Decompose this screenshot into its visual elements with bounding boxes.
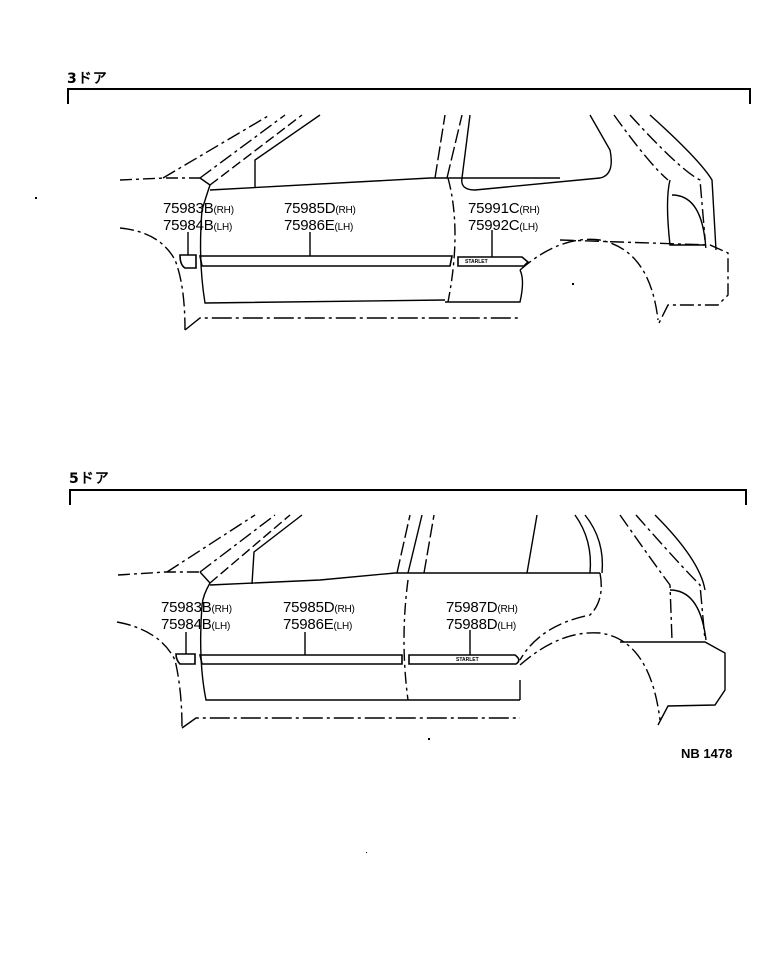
section-bracket-5door <box>69 489 747 505</box>
callout-quarter-3door: 75991C(RH) 75992C(LH) <box>468 201 540 235</box>
side-lh: (LH) <box>334 222 354 233</box>
side-lh: (LH) <box>519 222 539 233</box>
scan-speck <box>366 852 367 853</box>
part-number-rh: 75983B <box>163 200 214 217</box>
side-rh: (RH) <box>497 604 518 615</box>
part-number-rh: 75991C <box>468 200 520 217</box>
scan-speck <box>428 738 430 740</box>
scan-speck <box>35 197 37 199</box>
part-number-lh: 75984B <box>161 616 212 633</box>
part-number-rh: 75985D <box>284 200 336 217</box>
side-rh: (RH) <box>335 205 356 216</box>
part-number-rh: 75985D <box>283 599 335 616</box>
part-number-lh: 75986E <box>283 616 334 633</box>
part-number-lh: 75986E <box>284 217 335 234</box>
side-rh: (RH) <box>519 205 540 216</box>
side-lh: (LH) <box>333 621 353 632</box>
side-lh: (LH) <box>213 222 233 233</box>
part-number-rh: 75987D <box>446 599 498 616</box>
document-code: NB 1478 <box>681 746 733 761</box>
side-rh: (RH) <box>213 205 235 216</box>
scan-speck <box>572 283 574 285</box>
part-number-lh: 75984B <box>163 217 214 234</box>
part-number-lh: 75992C <box>468 217 520 234</box>
section-title-3door: 3ドア <box>67 71 108 87</box>
callout-door-3door: 75985D(RH) 75986E(LH) <box>284 201 356 235</box>
callout-front-fender-5door: 75983B(RH) 75984B(LH) <box>161 600 232 634</box>
emblem-starlet-5door: STARLET <box>456 657 479 663</box>
callout-front-fender-3door: 75983B(RH) 75984B(LH) <box>163 201 234 235</box>
side-lh: (LH) <box>211 621 231 632</box>
emblem-starlet-3door: STARLET <box>465 259 488 265</box>
part-number-lh: 75988D <box>446 616 498 633</box>
side-lh: (LH) <box>497 621 517 632</box>
callout-rear-door-5door: 75987D(RH) 75988D(LH) <box>446 600 518 634</box>
part-number-rh: 75983B <box>161 599 212 616</box>
side-rh: (RH) <box>334 604 355 615</box>
section-bracket-3door <box>67 88 751 104</box>
section-title-5door: 5ドア <box>69 471 110 487</box>
side-rh: (RH) <box>211 604 233 615</box>
callout-front-door-5door: 75985D(RH) 75986E(LH) <box>283 600 355 634</box>
